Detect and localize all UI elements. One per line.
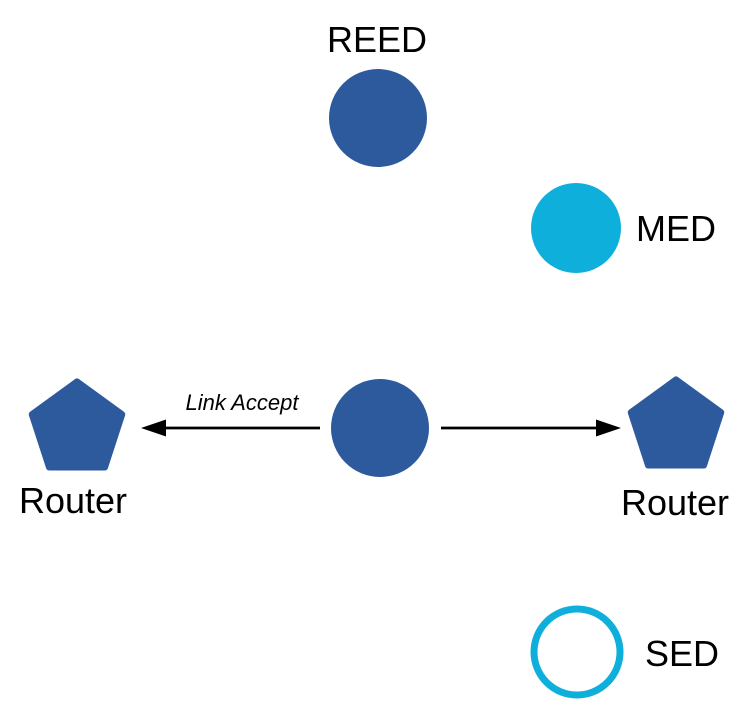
edge-to-right-router-arrowhead-icon (596, 419, 621, 437)
router-left-pentagon (28, 378, 126, 471)
reed-node-circle (329, 69, 427, 167)
router-left-label: Router (19, 480, 127, 521)
sed-node-label: SED (645, 633, 719, 674)
sed-node-circle (530, 605, 624, 699)
med-node-label: MED (636, 208, 716, 249)
edge-to-right-router (441, 419, 621, 437)
edge-link-accept-label: Link Accept (186, 390, 300, 415)
edge-link-accept: Link Accept (141, 390, 320, 437)
router-right-label: Router (621, 482, 729, 523)
reed-node-label: REED (327, 19, 427, 60)
edge-link-accept-arrowhead-icon (141, 419, 166, 437)
router-right-pentagon (627, 376, 725, 469)
med-node-circle (531, 183, 621, 273)
center-node-circle (331, 379, 429, 477)
